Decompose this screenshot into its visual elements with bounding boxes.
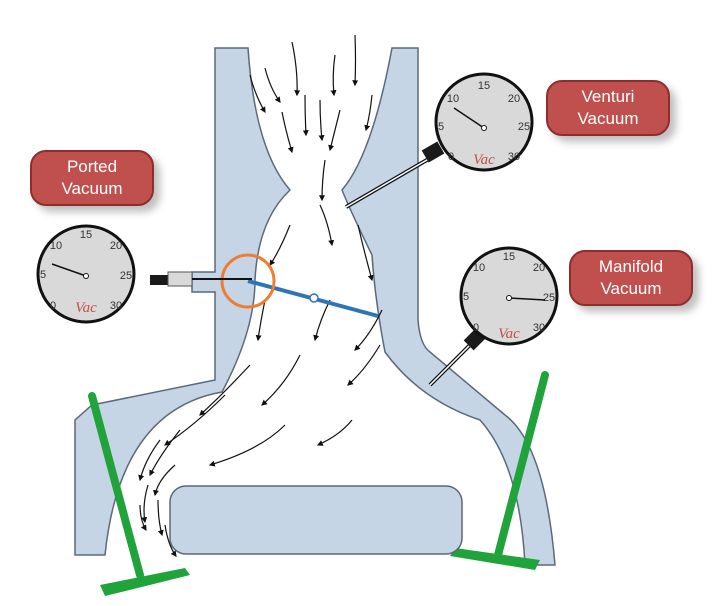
gauge-tick-30: 30 [508,151,520,163]
gauge-tick-10: 10 [447,93,459,105]
gauge-tick-30: 30 [110,300,122,312]
right-intake-valve [450,371,549,570]
manifold-vacuum-label-line2: Vacuum [600,279,662,298]
ported-vacuum-label-line1: Ported [66,157,118,176]
gauge-tick-25: 25 [543,292,555,304]
ported-vacuum-label-line2: Vacuum [61,179,123,198]
gauge-tick-20: 20 [533,262,545,274]
gauge-tick-5: 5 [40,269,46,281]
manifold-vacuum-label-line1: Manifold [598,257,664,276]
venturi-vacuum-label-line2: Vacuum [577,109,639,128]
throttle-plate [247,279,379,318]
gauge-tick-20: 20 [110,240,122,252]
airflow-arrows [138,34,383,557]
left-carburetor-wall [74,47,292,556]
gauge-tick-20: 20 [508,93,520,105]
gauge-tick-5: 5 [438,121,444,133]
venturi-vacuum-label-line1: Venturi [581,87,635,106]
manifold-vacuum-label: Manifold Vacuum [569,250,693,306]
ported-vacuum-gauge: 0 5 10 15 20 25 30 Vac [36,224,136,324]
ported-port-highlight [220,253,276,309]
gauge-tick-0: 0 [473,322,479,334]
manifold-vacuum-gauge: 0 5 10 15 20 25 30 Vac [459,246,559,346]
gauge-tick-10: 10 [473,262,485,274]
gauge-tick-15: 15 [80,229,92,241]
left-intake-valve [88,392,190,596]
gauge-needle [508,297,546,301]
gauge-unit: Vac [498,326,520,342]
ported-vacuum-label: Ported Vacuum [30,150,154,206]
gauge-tick-0: 0 [50,300,56,312]
gauge-tick-15: 15 [503,251,515,263]
venturi-gauge-connector [344,141,445,209]
venturi-vacuum-label: Venturi Vacuum [546,80,670,136]
gauge-unit: Vac [473,152,495,168]
piston [169,485,463,555]
gauge-needle [453,107,485,129]
venturi-vacuum-gauge: 0 5 10 15 20 25 30 Vac [434,72,534,172]
gauge-tick-30: 30 [533,322,545,334]
gauge-tick-0: 0 [448,151,454,163]
ported-gauge-connector [150,271,252,287]
gauge-tick-25: 25 [120,270,132,282]
gauge-tick-25: 25 [518,121,530,133]
gauge-tick-10: 10 [50,240,62,252]
gauge-tick-5: 5 [463,291,469,303]
gauge-tick-15: 15 [478,80,490,92]
gauge-needle [51,263,87,277]
gauge-unit: Vac [75,300,97,316]
